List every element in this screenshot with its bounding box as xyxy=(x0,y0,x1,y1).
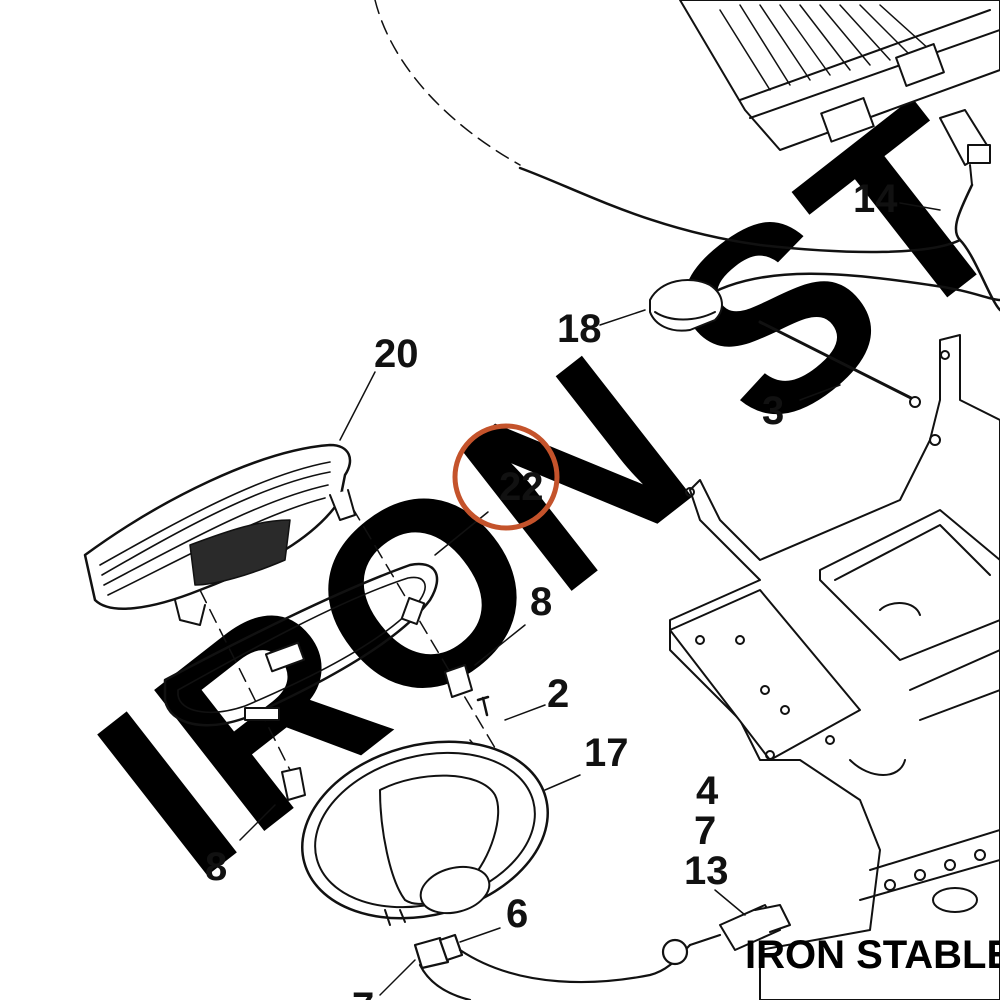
gps-antenna xyxy=(649,279,723,332)
callout-7: 7 xyxy=(694,809,716,853)
watermark-small-text: IRON STABLE xyxy=(745,933,1000,977)
trim-ring xyxy=(163,562,439,727)
leader-lines xyxy=(239,202,941,996)
callout-6: 6 xyxy=(506,892,528,936)
callout-bottom: 7 xyxy=(352,985,374,1000)
harness-connector xyxy=(719,904,791,951)
callout-2: 2 xyxy=(547,672,569,716)
callout-8-upper: 8 xyxy=(530,580,552,624)
frame-bracket xyxy=(669,334,1000,1001)
speaker-grille xyxy=(83,443,356,626)
callout-17: 17 xyxy=(584,731,629,775)
callout-14: 14 xyxy=(853,177,898,221)
callout-3: 3 xyxy=(762,389,784,433)
highlight-circle xyxy=(452,423,560,531)
speaker-harness xyxy=(413,933,722,1002)
cable-tie xyxy=(758,320,921,408)
callout-labels: 14 18 3 20 22 8 2 17 8 4 7 13 6 7 xyxy=(205,177,898,1005)
callout-13: 13 xyxy=(684,849,729,893)
callout-8-lower: 8 xyxy=(205,845,227,889)
callout-4: 4 xyxy=(696,769,719,813)
speaker xyxy=(301,740,549,926)
callout-22: 22 xyxy=(499,465,544,509)
amplifier-module xyxy=(679,0,1000,151)
callout-18: 18 xyxy=(557,307,602,351)
antenna-connector xyxy=(939,109,1000,312)
antenna-cable xyxy=(518,166,1000,302)
callout-20: 20 xyxy=(374,332,419,376)
mounting-clips xyxy=(281,664,490,801)
